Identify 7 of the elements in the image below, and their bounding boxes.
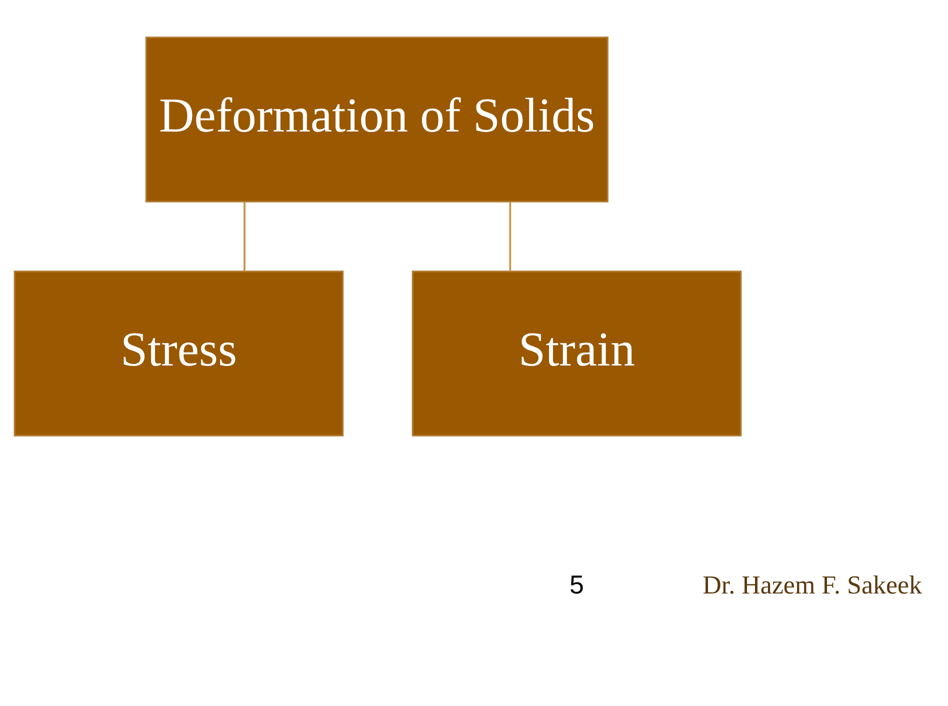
label: Dr. Hazem F. Sakeek [702, 570, 922, 600]
label: 5 [570, 569, 584, 600]
connector [509, 202, 512, 270]
connector [244, 202, 246, 270]
node-box: Stress [14, 270, 344, 436]
node-box: Strain [412, 270, 742, 436]
node-box: Deformation of Solids [145, 36, 608, 202]
